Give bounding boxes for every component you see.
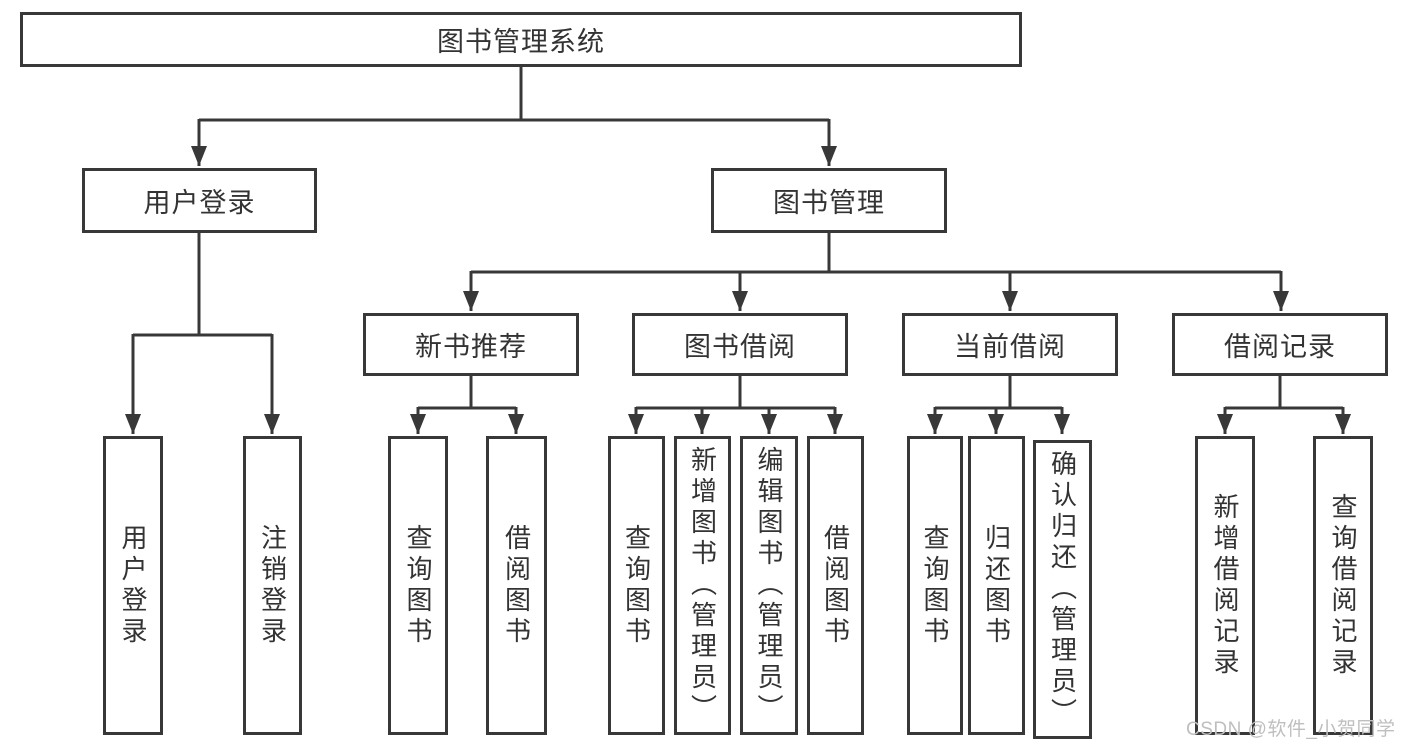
node-book-borrow-label: 图书借阅 (684, 332, 796, 362)
connector-user-login-children (125, 233, 280, 434)
connector-root-to-level2 (191, 67, 837, 166)
connector-book-mgmt-to-level3 (463, 233, 1289, 311)
leaf-add-book-admin-label: 新增图书（管理员） (687, 446, 718, 725)
leaf-logout-label: 注销登录 (257, 523, 288, 648)
node-user-login: 用户登录 (82, 168, 317, 233)
node-borrow-record-label: 借阅记录 (1224, 332, 1336, 362)
leaf-borrow-book-1: 借阅图书 (486, 436, 547, 735)
node-book-management: 图书管理 (711, 168, 947, 233)
leaf-add-borrow-record-label: 新增借阅记录 (1210, 492, 1240, 679)
node-borrow-record: 借阅记录 (1172, 313, 1388, 376)
node-new-book-recommend-label: 新书推荐 (415, 332, 527, 362)
node-root-system: 图书管理系统 (20, 12, 1022, 67)
leaf-query-book-2-label: 查询图书 (621, 523, 652, 648)
connector-borrow-record-children (1217, 376, 1351, 434)
leaf-return-book: 归还图书 (968, 436, 1025, 735)
node-current-borrow: 当前借阅 (902, 313, 1118, 376)
leaf-return-book-label: 归还图书 (981, 523, 1012, 648)
leaf-edit-book-admin: 编辑图书（管理员） (740, 436, 798, 735)
connector-new-book-children (410, 376, 524, 434)
leaf-add-book-admin: 新增图书（管理员） (674, 436, 731, 735)
leaf-borrow-book-1-label: 借阅图书 (501, 523, 532, 648)
leaf-borrow-book-2: 借阅图书 (807, 436, 864, 735)
leaf-edit-book-admin-label: 编辑图书（管理员） (754, 446, 784, 725)
leaf-query-borrow-record-label: 查询借阅记录 (1328, 492, 1358, 679)
leaf-confirm-return-admin: 确认归还（管理员） (1033, 440, 1092, 739)
connector-book-borrow-children (628, 376, 843, 434)
leaf-query-book-3-label: 查询图书 (920, 523, 950, 648)
leaf-logout: 注销登录 (243, 436, 302, 735)
leaf-user-login-label: 用户登录 (118, 523, 148, 648)
node-new-book-recommend: 新书推荐 (363, 313, 579, 376)
leaf-borrow-book-2-label: 借阅图书 (820, 523, 851, 648)
node-current-borrow-label: 当前借阅 (954, 332, 1066, 362)
node-user-login-label: 用户登录 (143, 188, 256, 218)
node-root-system-label: 图书管理系统 (437, 27, 605, 57)
node-book-borrow: 图书借阅 (632, 313, 848, 376)
watermark-text: CSDN @软件_小贺同学 (1186, 719, 1396, 740)
leaf-query-borrow-record: 查询借阅记录 (1313, 436, 1373, 735)
leaf-query-book-1: 查询图书 (388, 436, 448, 735)
connector-current-borrow-children (927, 376, 1070, 434)
leaf-query-book-3: 查询图书 (907, 436, 963, 735)
leaf-query-book-1-label: 查询图书 (403, 523, 433, 648)
leaf-user-login: 用户登录 (103, 436, 163, 735)
leaf-confirm-return-admin-label: 确认归还（管理员） (1047, 450, 1078, 729)
leaf-query-book-2: 查询图书 (608, 436, 665, 735)
node-book-management-label: 图书管理 (773, 188, 885, 218)
leaf-add-borrow-record: 新增借阅记录 (1195, 436, 1255, 735)
